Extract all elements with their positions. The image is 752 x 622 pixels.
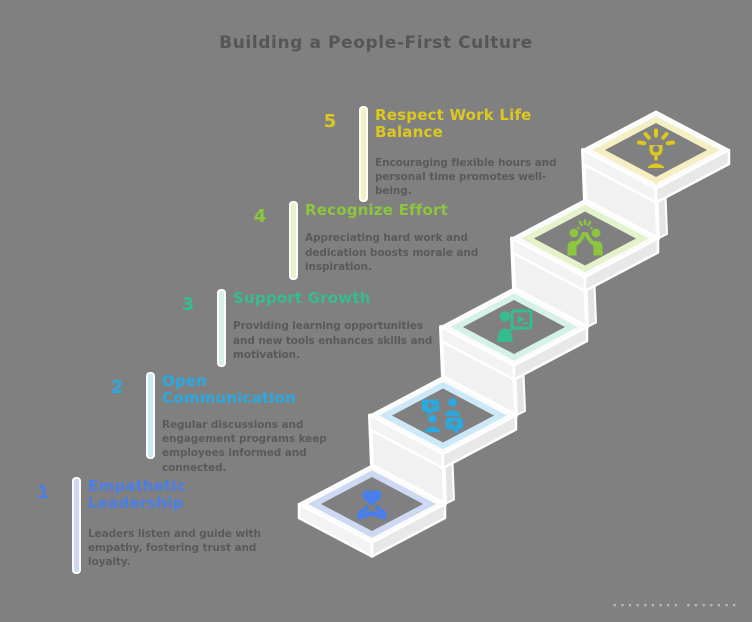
step-number: 1 bbox=[36, 482, 50, 503]
step-title: Recognize Effort bbox=[305, 201, 448, 219]
page-title: Building a People-First Culture bbox=[219, 33, 533, 53]
step-title: Support Growth bbox=[233, 289, 371, 307]
step-number: 4 bbox=[253, 206, 267, 227]
wellbeing-rays-icon bbox=[637, 128, 675, 168]
step-text: Support Growth Providing learning opport… bbox=[233, 289, 438, 363]
step-description: Appreciating hard work and dedication bo… bbox=[305, 232, 479, 274]
step-title: Respect Work Life Balance bbox=[375, 106, 532, 142]
step-accent-bar bbox=[72, 477, 81, 574]
step-description: Regular discussions and engagement progr… bbox=[162, 418, 327, 474]
step-title: Open Communication bbox=[162, 372, 296, 408]
step-accent-bar bbox=[217, 289, 226, 367]
high-five-icon bbox=[567, 219, 603, 256]
step-accent-bar bbox=[359, 106, 368, 202]
step-text: Empathetic Leadership Leaders listen and… bbox=[88, 477, 288, 570]
step-accent-bar bbox=[146, 372, 155, 459]
step-number: 3 bbox=[181, 294, 195, 315]
trainer-board-icon bbox=[497, 309, 533, 342]
step-description: Providing learning opportunities and new… bbox=[233, 320, 433, 362]
step-accent-bar bbox=[289, 201, 298, 280]
step-description: Leaders listen and guide with empathy, f… bbox=[88, 527, 261, 569]
step-text: Respect Work Life Balance Encouraging fl… bbox=[375, 106, 580, 199]
step-text: Open Communication Regular discussions a… bbox=[162, 372, 344, 475]
hands-holding-heart-icon bbox=[357, 489, 387, 520]
step-number: 2 bbox=[110, 377, 124, 398]
watermark: ∙∙∙∙∙∙∙∙∙ ∙∙∙∙∙∙∙ bbox=[611, 601, 739, 611]
step-text: Recognize Effort Appreciating hard work … bbox=[305, 201, 505, 275]
step-description: Encouraging flexible hours and personal … bbox=[375, 156, 557, 198]
step-number: 5 bbox=[323, 111, 337, 132]
step-title: Empathetic Leadership bbox=[88, 477, 186, 513]
people-chat-icon bbox=[422, 398, 463, 434]
